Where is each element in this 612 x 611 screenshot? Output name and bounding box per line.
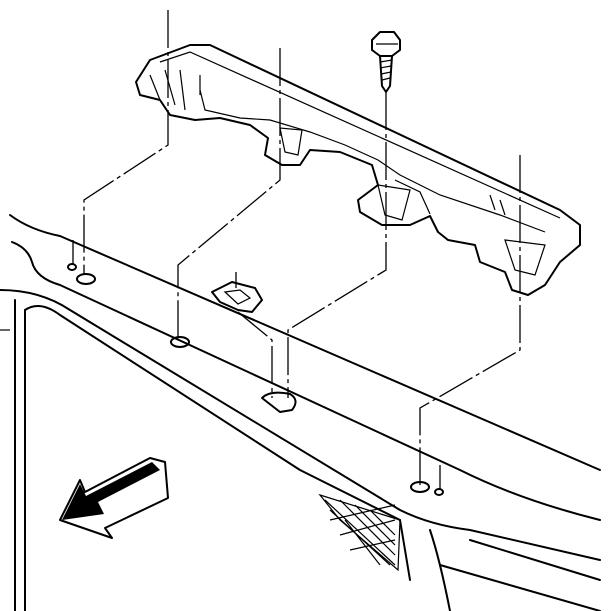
retainer-clip xyxy=(211,281,263,313)
bolt xyxy=(371,31,401,93)
leader-lines xyxy=(72,10,521,490)
trim-panel-bracket xyxy=(135,44,581,296)
body-panel xyxy=(0,214,601,611)
direction-arrow-icon xyxy=(59,457,169,539)
